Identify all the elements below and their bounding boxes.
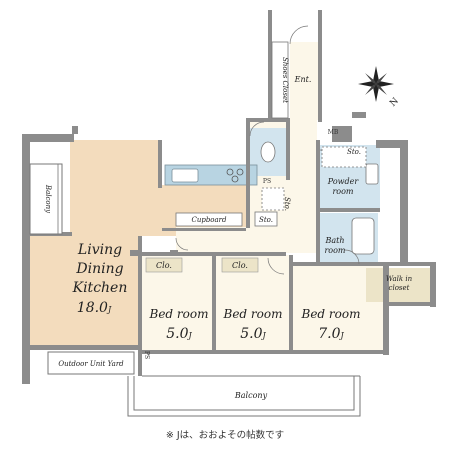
balcony-side-label: Balcony — [44, 184, 52, 214]
ldk-label-line2: Dining — [75, 261, 123, 277]
ldk-floor — [28, 140, 176, 348]
shoes-closet-box — [271, 41, 289, 119]
storage-box-1 — [254, 211, 278, 227]
storage-label-2: Sto. — [283, 197, 291, 211]
ps-label-2: PS — [143, 351, 150, 359]
footnote: ※ Jは、おおよその帖数です — [165, 430, 285, 441]
ldk-label-line1: Living — [77, 242, 122, 258]
bedroom-1-size: 5.0J — [166, 326, 192, 342]
powder-room-label-2: room — [332, 187, 353, 196]
entrance-floor — [290, 42, 320, 120]
bedroom-2-size: 5.0J — [240, 326, 266, 342]
bedroom-3-size: 7.0J — [318, 326, 344, 342]
storage-label-3: Sto. — [347, 148, 361, 156]
outdoor-unit-label: Outdoor Unit Yard — [58, 360, 124, 368]
closet-1-label: Clo. — [156, 261, 172, 270]
closet-2-label: Clo. — [232, 261, 248, 270]
bath-room-label-1: Bath — [324, 236, 344, 245]
compass-north-label: N — [388, 96, 401, 109]
wash-basin — [365, 163, 379, 185]
walkin-closet-label-1: Walk in — [386, 275, 413, 283]
closet-tag-1 — [145, 257, 183, 273]
closet-tag-2 — [221, 257, 259, 273]
corridor-floor — [176, 227, 316, 253]
entrance-label: Ent. — [294, 75, 312, 84]
balcony-left — [29, 163, 63, 235]
toilet-fixture — [260, 141, 276, 163]
bedroom-2-label: Bed room — [223, 307, 283, 321]
stove-burner-1 — [226, 168, 234, 176]
bathtub — [351, 217, 375, 255]
balcony-bottom-label: Balcony — [234, 391, 268, 400]
storage-label-1: Sto. — [259, 216, 273, 224]
bath-room-label-2: room — [324, 246, 345, 255]
cupboard-label: Cupboard — [191, 216, 227, 224]
storage-box-2 — [261, 187, 285, 211]
stove-burner-2 — [236, 168, 244, 176]
cupboard-box — [175, 212, 243, 227]
storage-box-3 — [321, 146, 367, 168]
ldk-size: 18.0J — [77, 300, 112, 316]
bedroom-1-label: Bed room — [149, 307, 209, 321]
stove-burner-3 — [231, 175, 239, 183]
walkin-closet-floor — [366, 268, 434, 302]
balcony-bottom — [127, 375, 361, 417]
kitchen-sink — [171, 168, 199, 183]
shoes-closet-label: Shoes Closet — [281, 57, 289, 103]
walls — [22, 10, 436, 384]
ps-label: PS — [263, 178, 271, 185]
ldk-label-line3: Kitchen — [72, 280, 128, 296]
bedroom-3-label: Bed room — [301, 307, 361, 321]
mb-label: MB — [328, 129, 339, 136]
outdoor-unit-yard — [47, 351, 135, 375]
walkin-closet-label-2: closet — [389, 284, 410, 292]
powder-room-label-1: Powder — [327, 177, 360, 186]
compass-icon — [358, 66, 394, 102]
